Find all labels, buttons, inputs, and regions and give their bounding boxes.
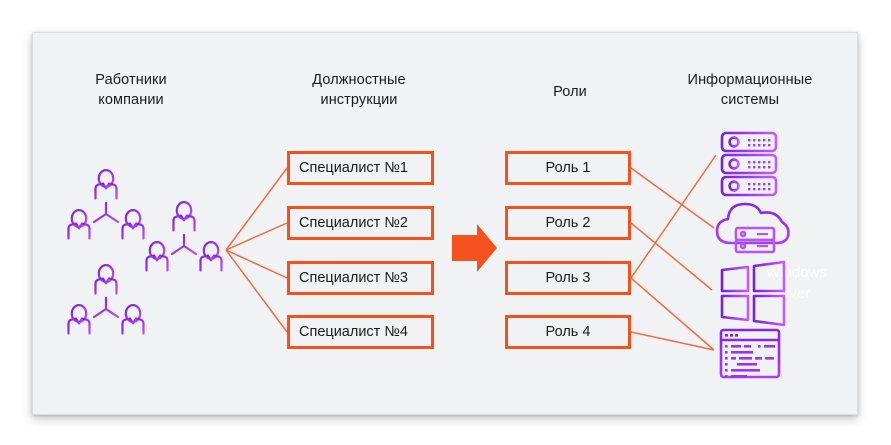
column-title-employees: Работники компании [95,72,167,108]
windows-server-label: Windows Server [766,264,827,302]
job-description-box-1[interactable]: Специалист №1 [287,151,434,185]
role-box-3[interactable]: Роль 3 [505,261,631,295]
role-box-2[interactable]: Роль 2 [505,206,631,240]
role-box-4[interactable]: Роль 4 [505,315,631,349]
job-description-box-4[interactable]: Специалист №4 [287,315,434,349]
job-description-box-3[interactable]: Специалист №3 [287,261,434,295]
role-box-1[interactable]: Роль 1 [505,151,631,185]
column-title-roles: Роли [553,84,587,100]
job-description-box-2[interactable]: Специалист №2 [287,206,434,240]
column-title-information-systems: Информационные системы [687,72,813,108]
column-title-job-descriptions: Должностные инструкции [312,72,406,108]
